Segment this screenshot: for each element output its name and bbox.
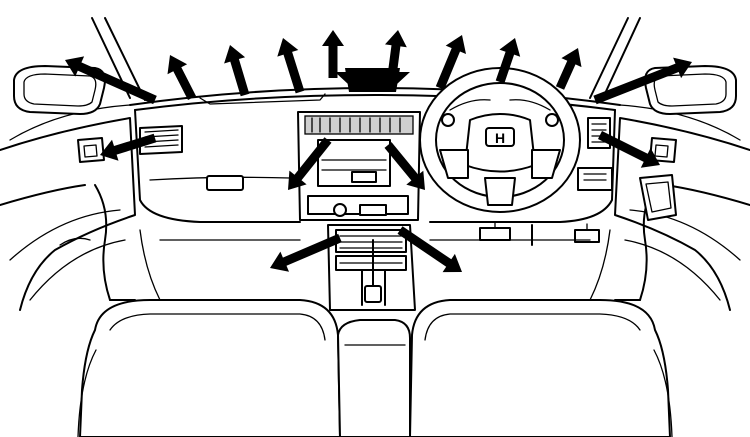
left-side-mirror [13,65,106,115]
airflow-arrow-top-3 [277,38,305,94]
airflow-arrow-right-vent-door [598,131,660,168]
airflow-arrow-top-2 [224,45,250,97]
airflow-arrow-right-side-window [593,57,692,105]
left-front-seat [77,299,341,437]
airflow-arrow-left-vent-door [100,133,157,161]
airflow-arrow-floor-left [270,233,342,272]
center-console [327,224,416,311]
airflow-arrow-top-6 [435,35,466,90]
center-stack [297,111,421,221]
defrost-vent [335,68,410,92]
airflow-arrow-top-5 [385,30,407,77]
glovebox-handle [206,175,244,191]
right-side-mirror [644,65,737,115]
airflow-arrows [65,30,692,273]
airflow-arrow-top-4 [322,30,344,78]
center-armrest [337,319,411,437]
steering-wheel-logo: H [495,130,505,146]
right-door [614,117,750,311]
airflow-arrow-left-side-window [65,56,157,105]
airflow-arrow-top-1 [167,55,196,100]
left-door [0,117,136,311]
right-dash-controls [577,117,613,191]
steering-wheel: H [419,67,581,213]
pedals [479,221,600,246]
airflow-arrow-top-7 [495,38,521,84]
airflow-arrow-center-vent-left [288,137,332,190]
airflow-arrow-center-vent-right [384,142,425,190]
right-front-seat [409,299,673,437]
airflow-arrow-floor-right [397,226,462,273]
airflow-arrow-top-8 [555,48,582,90]
floor [139,229,611,301]
